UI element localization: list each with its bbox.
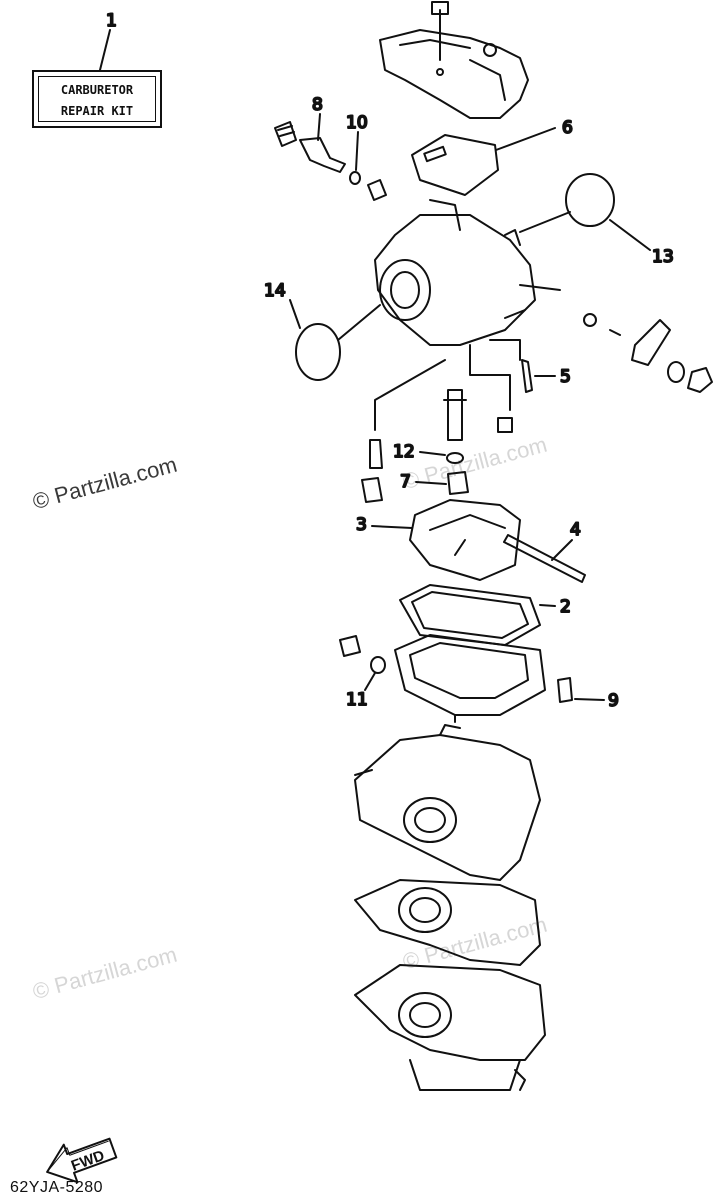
callout-13: 13	[652, 247, 674, 267]
throttle-linkage	[583, 313, 713, 393]
top-cover-plate	[379, 1, 529, 119]
kit-label-line2: REPAIR KIT	[60, 104, 134, 118]
diagram-code: 62YJA-5280	[10, 1179, 104, 1196]
callout-10: 10	[346, 113, 368, 133]
carburetor-assembly	[354, 724, 546, 1091]
callout-6: 6	[562, 118, 573, 138]
callout-4: 4	[570, 520, 581, 540]
callout-12: 12	[393, 442, 415, 462]
callout-2: 2	[560, 597, 571, 617]
callout-14: 14	[264, 281, 286, 301]
callout-5: 5	[560, 367, 571, 387]
washer-part-11	[370, 656, 386, 674]
callout-8: 8	[312, 95, 323, 115]
callout-1: 1	[106, 11, 117, 31]
callout-7: 7	[400, 472, 411, 492]
spring-part-7	[447, 471, 469, 495]
o-ring-part-12	[446, 452, 464, 464]
screw-part-9	[557, 677, 573, 703]
fwd-arrow-icon	[46, 1137, 118, 1184]
o-ring-part-14	[295, 323, 341, 381]
float-part-3	[409, 499, 521, 581]
float-bowl-gasket-part-2	[399, 584, 541, 646]
needle-valve-part-5	[521, 359, 533, 393]
pilot-screw-part-8	[274, 121, 346, 173]
carburetor-repair-kit-box: CARBURETOR REPAIR KIT	[32, 70, 162, 128]
o-ring-part-13	[565, 173, 615, 227]
gasket-part-6	[411, 134, 499, 196]
main-jet	[443, 389, 467, 441]
float-pin-part-4	[503, 534, 586, 583]
o-ring-part-10	[349, 171, 361, 185]
callout-3: 3	[356, 515, 367, 535]
callout-11: 11	[346, 690, 368, 710]
carburetor-body	[374, 199, 561, 346]
float-bowl	[394, 634, 546, 723]
kit-label-line1: CARBURETOR	[60, 83, 134, 97]
callout-9: 9	[608, 691, 619, 711]
